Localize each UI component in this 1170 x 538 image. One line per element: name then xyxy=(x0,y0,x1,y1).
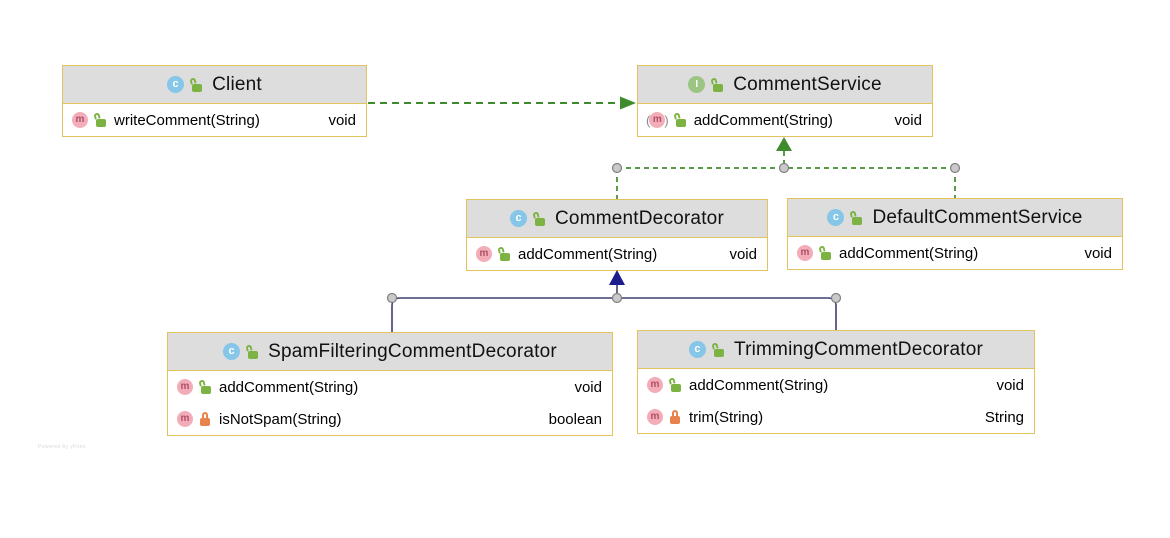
interface-icon: I xyxy=(688,76,706,93)
method-return-type: void xyxy=(894,111,922,129)
realization-arrowhead-icon xyxy=(776,137,792,151)
class-title: CommentService xyxy=(733,73,882,95)
node-header: c TrimmingCommentDecorator xyxy=(638,331,1034,369)
dependency-arrowhead-icon xyxy=(620,96,636,110)
class-node-spamfilteringcommentdecorator[interactable]: c SpamFilteringCommentDecorator m addCom… xyxy=(167,332,613,436)
method-row: ( m ) addComment(String) void xyxy=(638,104,932,136)
class-node-defaultcommentservice[interactable]: c DefaultCommentService m addComment(Str… xyxy=(787,198,1123,270)
public-lock-icon xyxy=(533,212,546,226)
method-icon: m xyxy=(797,245,813,261)
node-header: c CommentDecorator xyxy=(467,200,767,238)
class-title: CommentDecorator xyxy=(555,207,724,229)
inheritance-edge-branch xyxy=(391,297,837,332)
class-icon: c xyxy=(167,76,185,93)
class-title: TrimmingCommentDecorator xyxy=(733,338,984,360)
method-return-type: void xyxy=(1084,244,1112,262)
method-icon: m xyxy=(647,377,663,393)
method-row: m trim(String) String xyxy=(638,401,1034,433)
edge-junction-handle[interactable] xyxy=(778,162,790,174)
method-icon: m xyxy=(647,409,663,425)
public-lock-icon xyxy=(190,78,203,92)
class-node-trimmingcommentdecorator[interactable]: c TrimmingCommentDecorator m addComment(… xyxy=(637,330,1035,434)
class-node-client[interactable]: c Client m writeComment(String) void xyxy=(62,65,367,137)
method-icon: m xyxy=(177,411,193,427)
public-lock-icon xyxy=(669,378,682,392)
method-return-type: void xyxy=(574,378,602,396)
abstract-paren: ( xyxy=(646,112,651,128)
method-row: m addComment(String) void xyxy=(467,238,767,270)
method-name: addComment(String) xyxy=(839,244,979,262)
method-return-type: void xyxy=(328,111,356,129)
class-title: Client xyxy=(212,73,262,95)
public-lock-icon xyxy=(850,211,863,225)
edge-junction-handle[interactable] xyxy=(611,162,623,174)
public-lock-icon xyxy=(246,345,259,359)
method-name: writeComment(String) xyxy=(114,111,260,129)
method-name: addComment(String) xyxy=(689,376,829,394)
private-lock-icon xyxy=(199,412,212,426)
node-header: I CommentService xyxy=(638,66,932,104)
method-return-type: void xyxy=(729,245,757,263)
method-row: m addComment(String) void xyxy=(788,237,1122,269)
private-lock-icon xyxy=(669,410,682,424)
method-icon: m xyxy=(177,379,193,395)
inheritance-arrowhead-icon xyxy=(609,270,625,285)
method-row: m writeComment(String) void xyxy=(63,104,366,136)
public-lock-icon xyxy=(674,113,687,127)
method-row: m addComment(String) void xyxy=(638,369,1034,401)
public-lock-icon xyxy=(498,247,511,261)
public-lock-icon xyxy=(199,380,212,394)
abstract-paren: ) xyxy=(664,112,669,128)
yfiles-watermark: Powered by yFiles xyxy=(38,444,86,450)
edge-junction-handle[interactable] xyxy=(830,292,842,304)
public-lock-icon xyxy=(712,343,725,357)
class-node-commentdecorator[interactable]: c CommentDecorator m addComment(String) … xyxy=(466,199,768,271)
abstract-method-icon: ( m ) xyxy=(646,112,669,128)
class-icon: c xyxy=(827,209,845,226)
method-name: addComment(String) xyxy=(518,245,658,263)
node-header: c SpamFilteringCommentDecorator xyxy=(168,333,612,371)
interface-node-commentservice[interactable]: I CommentService ( m ) addComment(String… xyxy=(637,65,933,137)
method-row: m isNotSpam(String) boolean xyxy=(168,403,612,435)
public-lock-icon xyxy=(819,246,832,260)
method-icon: m xyxy=(476,246,492,262)
class-icon: c xyxy=(688,341,706,358)
edge-junction-handle[interactable] xyxy=(949,162,961,174)
class-title: SpamFilteringCommentDecorator xyxy=(268,340,557,362)
edge-junction-handle[interactable] xyxy=(386,292,398,304)
node-header: c Client xyxy=(63,66,366,104)
public-lock-icon xyxy=(94,113,107,127)
class-icon: c xyxy=(510,210,527,227)
method-icon: m xyxy=(649,112,666,128)
class-title: DefaultCommentService xyxy=(872,206,1083,228)
method-return-type: String xyxy=(984,408,1024,426)
method-name: trim(String) xyxy=(689,408,764,426)
class-icon: c xyxy=(223,343,241,360)
method-icon: m xyxy=(72,112,88,128)
node-header: c DefaultCommentService xyxy=(788,199,1122,237)
method-return-type: void xyxy=(996,376,1024,394)
method-name: isNotSpam(String) xyxy=(219,410,342,428)
method-name: addComment(String) xyxy=(693,111,833,129)
method-row: m addComment(String) void xyxy=(168,371,612,403)
edge-junction-handle[interactable] xyxy=(611,292,623,304)
method-name: addComment(String) xyxy=(219,378,359,396)
public-lock-icon xyxy=(711,78,724,92)
method-return-type: boolean xyxy=(548,410,602,428)
